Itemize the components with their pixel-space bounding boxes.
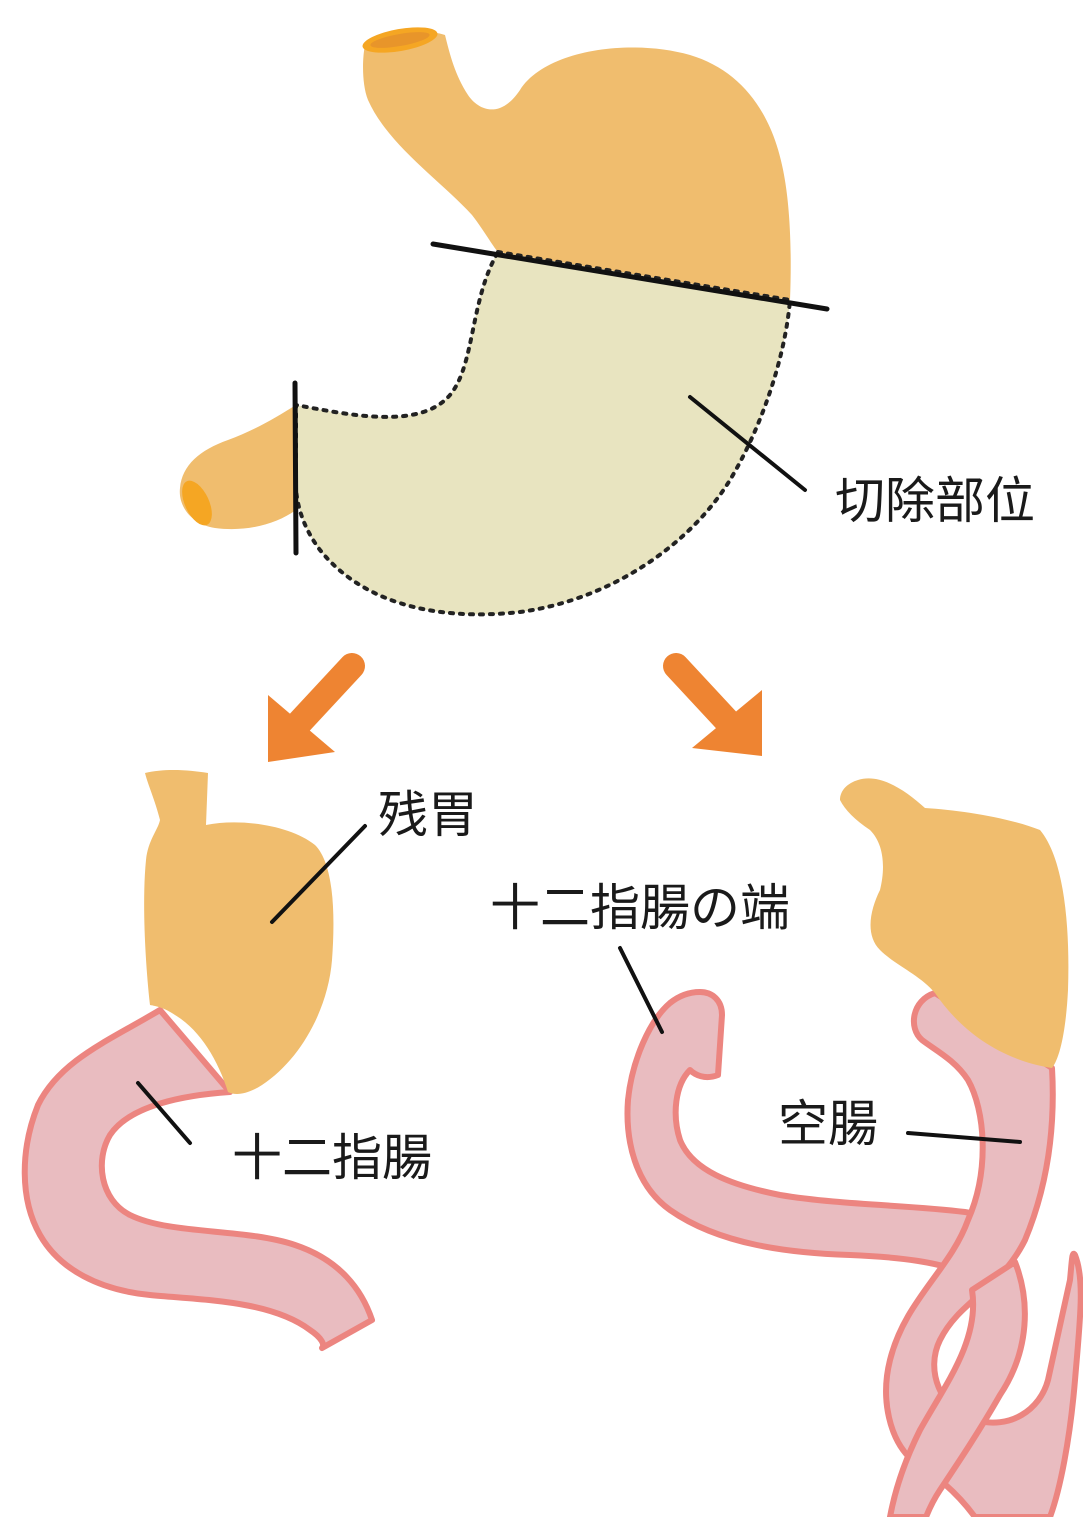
remnant-stomach-label: 残胃	[378, 790, 478, 840]
stomach-upper-part	[363, 32, 791, 300]
resection-site-label: 切除部位	[835, 476, 1035, 526]
billroth-1-reconstruction	[25, 770, 372, 1348]
lower-cut-line	[295, 383, 296, 553]
left-arrow	[268, 666, 352, 762]
right-arrow	[676, 666, 762, 756]
duodenal-stump-label: 十二指腸の端	[490, 883, 790, 933]
jejunum-label: 空腸	[778, 1099, 878, 1149]
resected-area	[296, 252, 790, 614]
duodenal-stump-leader-line	[620, 948, 662, 1032]
original-stomach	[176, 23, 827, 615]
duodenum-label: 十二指腸	[232, 1133, 432, 1183]
